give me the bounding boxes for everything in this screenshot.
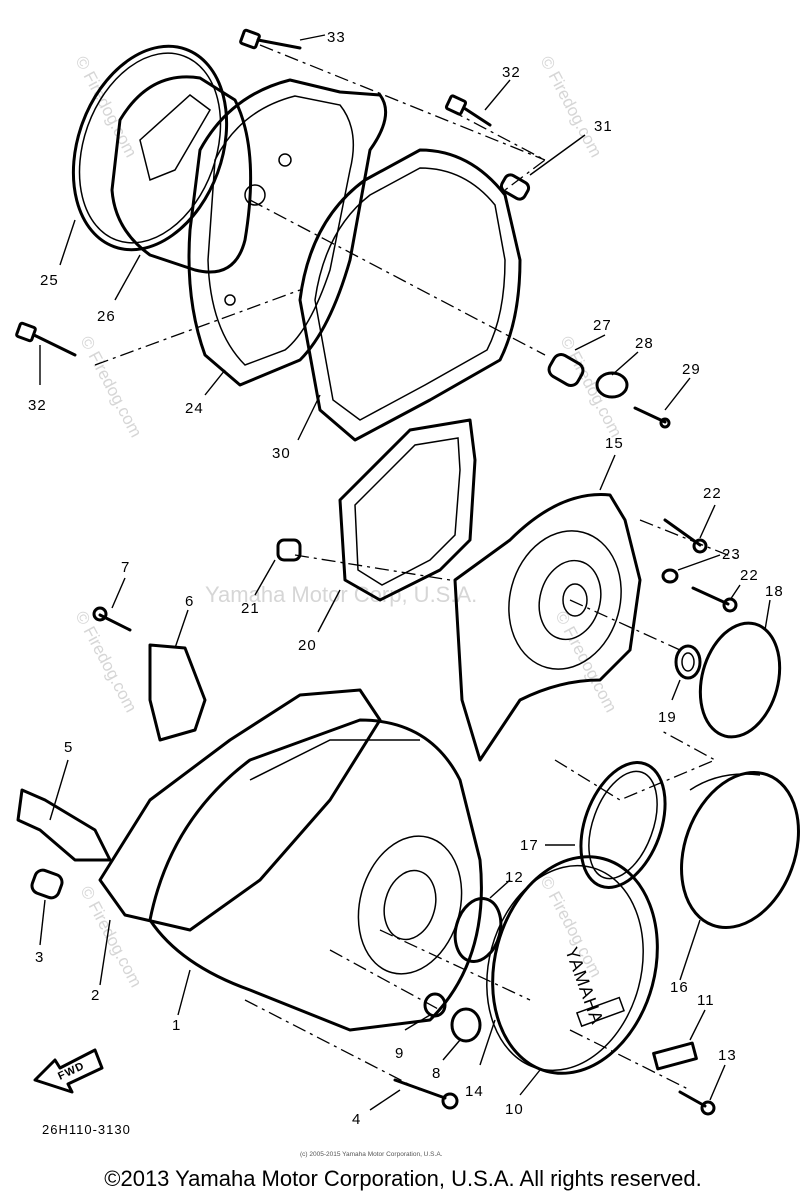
part-21-dowel — [276, 538, 302, 562]
part-30-gasket — [298, 148, 522, 442]
callout-32: 32 — [502, 64, 521, 81]
callout-12: 12 — [505, 869, 524, 886]
part-11-emblem — [652, 1041, 698, 1071]
callout-2: 2 — [91, 987, 100, 1004]
callout-25: 25 — [40, 272, 59, 289]
part-22-bolt — [663, 518, 708, 554]
watermark-firedog: © Firedog.com — [551, 608, 620, 716]
callout-3: 3 — [35, 949, 44, 966]
part-16-cap — [680, 771, 800, 929]
callout-18: 18 — [765, 583, 784, 600]
callout-26: 26 — [97, 308, 116, 325]
part-4-bolt — [393, 1078, 459, 1110]
callout-32: 32 — [28, 397, 47, 414]
part-31-plug — [499, 173, 531, 201]
callout-1: 1 — [172, 1017, 181, 1034]
part-25-oring — [71, 44, 229, 252]
callout-24: 24 — [185, 400, 204, 417]
callout-5: 5 — [64, 739, 73, 756]
part-26-gasket — [110, 75, 253, 274]
part-27-collar — [547, 353, 585, 387]
part-20-gasket — [338, 418, 477, 602]
part-13-screw — [678, 1090, 716, 1116]
watermark-firedog: © Firedog.com — [76, 333, 145, 441]
watermark-center: Yamaha Motor Corp, U.S.A. — [205, 582, 477, 607]
callout-17: 17 — [520, 837, 539, 854]
copyright-footer: ©2013 Yamaha Motor Corporation, U.S.A. A… — [104, 1166, 702, 1191]
watermark-firedog: © Firedog.com — [556, 333, 625, 441]
part-33-bolt — [239, 28, 302, 50]
part-19-seal — [674, 644, 702, 680]
part-23-oring — [661, 568, 679, 584]
callout-22: 22 — [740, 567, 759, 584]
part-32-bolt — [444, 94, 492, 127]
part-8-plug — [450, 1007, 482, 1043]
callout-4: 4 — [352, 1111, 361, 1128]
fwd-arrow-icon: FWD — [33, 1048, 104, 1094]
part-24-cover — [187, 78, 388, 387]
part-15-cover — [453, 493, 642, 762]
callout-13: 13 — [718, 1047, 737, 1064]
part-3-dowel — [30, 868, 64, 900]
callout-14: 14 — [465, 1083, 484, 1100]
callout-10: 10 — [505, 1101, 524, 1118]
callout-9: 9 — [395, 1045, 404, 1062]
callout-23: 23 — [722, 546, 741, 563]
part-1-crankcase-cover — [148, 718, 483, 1032]
callout-33: 33 — [327, 29, 346, 46]
callout-19: 19 — [658, 709, 677, 726]
callout-29: 29 — [682, 361, 701, 378]
callout-15: 15 — [605, 435, 624, 452]
watermark-firedog: © Firedog.com — [76, 883, 145, 991]
badge-yamaha-text: YAMAHA — [561, 945, 607, 1028]
callout-20: 20 — [298, 637, 317, 654]
callout-22: 22 — [703, 485, 722, 502]
callout-11: 11 — [697, 992, 715, 1009]
callout-28: 28 — [635, 335, 654, 352]
callout-8: 8 — [432, 1065, 441, 1082]
leader-lines — [39, 34, 771, 1111]
part-6-bracket — [148, 643, 207, 742]
callout-16: 16 — [670, 979, 689, 996]
part-2-gasket — [98, 688, 382, 932]
diagram-code: 26H110-3130 — [42, 1122, 131, 1137]
part-29-screw — [633, 406, 671, 429]
small-copyright-notice: (c) 2005-2015 Yamaha Motor Corporation, … — [300, 1151, 443, 1158]
callout-27: 27 — [593, 317, 612, 334]
callout-6: 6 — [185, 593, 194, 610]
part-9-oring — [423, 992, 447, 1018]
callout-7: 7 — [121, 559, 130, 576]
part-28-seal — [595, 371, 629, 399]
part-18-circlip — [698, 621, 782, 739]
part-32-bolt — [15, 321, 77, 357]
part-7-screw — [92, 606, 132, 632]
assembly-lines — [94, 44, 741, 1091]
part-10-cover: YAMAHA — [486, 855, 659, 1075]
callout-31: 31 — [594, 118, 613, 135]
part-17-gasket — [579, 761, 667, 889]
callout-labels: 33 32 31 25 26 27 28 29 32 24 30 15 22 2… — [28, 29, 784, 1128]
part-5-bracket — [16, 788, 112, 862]
callout-30: 30 — [272, 445, 291, 462]
callout-21: 21 — [241, 600, 260, 617]
watermark-firedog: © Firedog.com — [71, 608, 140, 716]
